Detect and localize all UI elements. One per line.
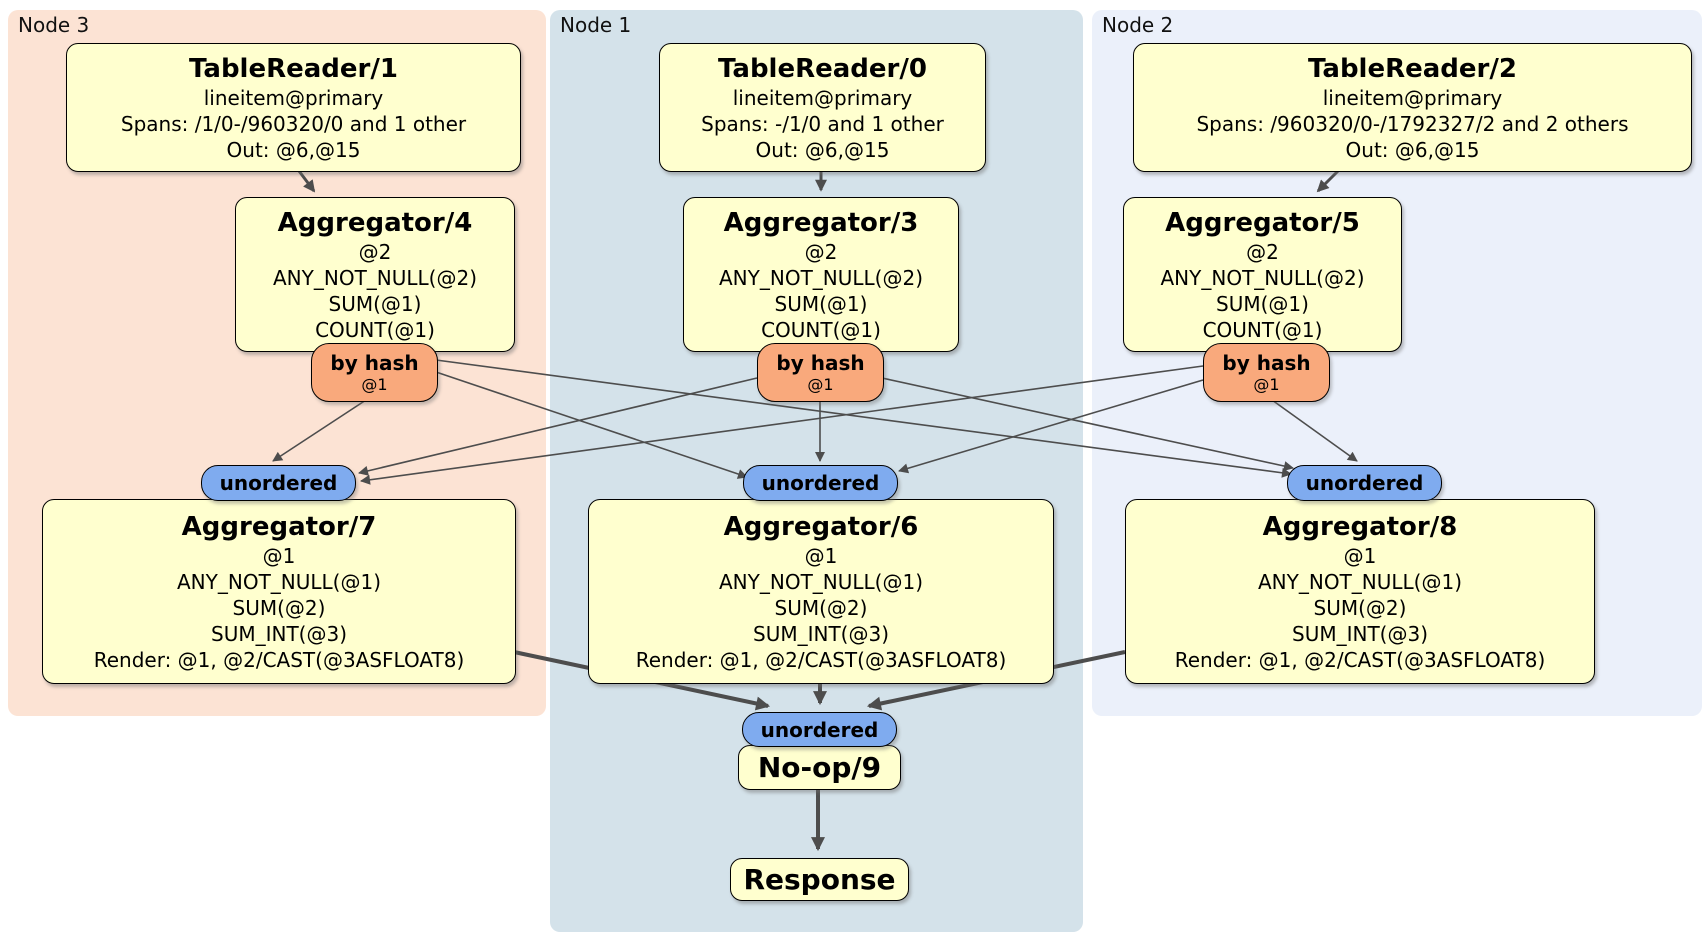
processor-detail: @2 xyxy=(1246,239,1279,264)
processor-aggregator-7: Aggregator/7 @1 ANY_NOT_NULL(@1) SUM(@2)… xyxy=(42,499,516,684)
processor-detail: @1 xyxy=(804,543,838,568)
processor-aggregator-3: Aggregator/3 @2 ANY_NOT_NULL(@2) SUM(@1)… xyxy=(683,197,959,352)
processor-noop-9: No-op/9 xyxy=(738,745,901,790)
processor-detail: @1 xyxy=(1343,543,1377,568)
processor-detail: ANY_NOT_NULL(@1) xyxy=(1258,569,1462,594)
processor-detail: lineitem@primary xyxy=(1322,85,1503,110)
processor-detail: SUM_INT(@3) xyxy=(211,621,347,646)
stream-label: unordered xyxy=(761,471,880,495)
processor-detail: SUM(@2) xyxy=(1313,595,1407,620)
processor-detail: Out: @6,@15 xyxy=(1345,137,1480,162)
processor-detail: SUM(@1) xyxy=(1216,291,1309,316)
router-detail: @1 xyxy=(1253,374,1280,394)
processor-detail: ANY_NOT_NULL(@1) xyxy=(177,569,381,594)
stream-unordered-node2: unordered xyxy=(1287,465,1442,501)
processor-title: TableReader/0 xyxy=(718,53,927,84)
stream-unordered-node3: unordered xyxy=(201,465,356,501)
processor-title: Aggregator/7 xyxy=(181,511,377,542)
processor-detail: @1 xyxy=(262,543,296,568)
processor-detail: ANY_NOT_NULL(@2) xyxy=(273,265,477,290)
processor-detail: ANY_NOT_NULL(@2) xyxy=(719,265,923,290)
processor-title: Aggregator/5 xyxy=(1165,207,1360,238)
processor-detail: Out: @6,@15 xyxy=(226,137,361,162)
processor-detail: COUNT(@1) xyxy=(1202,317,1323,342)
processor-title: TableReader/2 xyxy=(1308,53,1517,84)
processor-detail: Spans: -/1/0 and 1 other xyxy=(701,111,944,136)
stream-label: unordered xyxy=(760,717,879,742)
processor-detail: Render: @1, @2/CAST(@3ASFLOAT8) xyxy=(1174,647,1546,672)
processor-aggregator-5: Aggregator/5 @2 ANY_NOT_NULL(@2) SUM(@1)… xyxy=(1123,197,1402,352)
processor-detail: COUNT(@1) xyxy=(761,317,881,342)
processor-aggregator-4: Aggregator/4 @2 ANY_NOT_NULL(@2) SUM(@1)… xyxy=(235,197,515,352)
processor-title: Aggregator/6 xyxy=(723,511,919,542)
processor-detail: SUM(@1) xyxy=(328,291,422,316)
router-detail: @1 xyxy=(361,374,388,394)
node2-label: Node 2 xyxy=(1102,13,1174,37)
processor-detail: ANY_NOT_NULL(@2) xyxy=(1160,265,1365,290)
router-label: by hash xyxy=(776,350,865,375)
processor-detail: Out: @6,@15 xyxy=(755,137,890,162)
processor-tablereader-2: TableReader/2 lineitem@primary Spans: /9… xyxy=(1133,43,1692,172)
processor-aggregator-8: Aggregator/8 @1 ANY_NOT_NULL(@1) SUM(@2)… xyxy=(1125,499,1595,684)
router-label: by hash xyxy=(1222,350,1311,375)
processor-detail: Spans: /960320/0-/1792327/2 and 2 others xyxy=(1196,111,1629,136)
processor-detail: @2 xyxy=(804,239,838,264)
processor-detail: SUM_INT(@3) xyxy=(1292,621,1428,646)
processor-title: No-op/9 xyxy=(757,750,882,784)
processor-detail: Spans: /1/0-/960320/0 and 1 other xyxy=(120,111,467,136)
processor-detail: SUM(@1) xyxy=(774,291,868,316)
processor-aggregator-6: Aggregator/6 @1 ANY_NOT_NULL(@1) SUM(@2)… xyxy=(588,499,1054,684)
stream-unordered-node1: unordered xyxy=(743,465,898,501)
processor-detail: Render: @1, @2/CAST(@3ASFLOAT8) xyxy=(93,647,465,672)
processor-tablereader-1: TableReader/1 lineitem@primary Spans: /1… xyxy=(66,43,521,172)
processor-title: TableReader/1 xyxy=(189,53,398,84)
stream-unordered-final: unordered xyxy=(742,712,897,747)
processor-detail: lineitem@primary xyxy=(732,85,913,110)
processor-detail: @2 xyxy=(358,239,392,264)
node1-label: Node 1 xyxy=(560,13,632,37)
processor-detail: SUM(@2) xyxy=(232,595,326,620)
router-by-hash-node2: by hash @1 xyxy=(1203,343,1330,402)
processor-title: Aggregator/3 xyxy=(723,207,919,238)
processor-response: Response xyxy=(730,858,909,901)
processor-detail: SUM(@2) xyxy=(774,595,868,620)
processor-detail: Render: @1, @2/CAST(@3ASFLOAT8) xyxy=(635,647,1007,672)
processor-title: Aggregator/4 xyxy=(277,207,473,238)
router-by-hash-node1: by hash @1 xyxy=(757,343,884,402)
processor-detail: lineitem@primary xyxy=(203,85,384,110)
processor-tablereader-0: TableReader/0 lineitem@primary Spans: -/… xyxy=(659,43,986,172)
processor-detail: ANY_NOT_NULL(@1) xyxy=(719,569,923,594)
processor-detail: SUM_INT(@3) xyxy=(753,621,889,646)
router-label: by hash xyxy=(330,350,419,375)
router-detail: @1 xyxy=(807,374,834,394)
processor-title: Aggregator/8 xyxy=(1262,511,1458,542)
processor-detail: COUNT(@1) xyxy=(315,317,435,342)
router-by-hash-node3: by hash @1 xyxy=(311,343,438,402)
node3-label: Node 3 xyxy=(18,13,90,37)
processor-title: Response xyxy=(743,862,896,896)
stream-label: unordered xyxy=(219,471,338,495)
stream-label: unordered xyxy=(1305,471,1424,495)
